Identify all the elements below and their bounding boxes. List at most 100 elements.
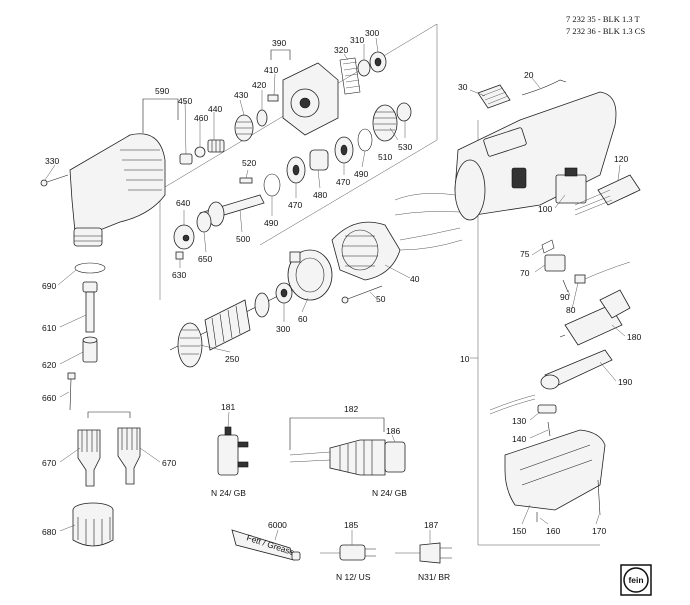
eccentric-640 xyxy=(173,224,195,250)
part-number-labels: 330 590 450 460 440 430 420 410 390 320 … xyxy=(42,28,641,582)
label-530: 530 xyxy=(398,142,412,152)
label-plug-gb-2: N 24/ GB xyxy=(372,488,407,498)
screw-330 xyxy=(40,174,69,187)
label-plug-us: N 12/ US xyxy=(336,572,371,582)
gear-head-housing xyxy=(69,133,166,247)
label-630: 630 xyxy=(172,270,186,280)
label-320: 320 xyxy=(334,45,348,55)
label-185: 185 xyxy=(344,520,358,530)
label-620: 620 xyxy=(42,360,56,370)
label-410: 410 xyxy=(264,65,278,75)
bearing-650 xyxy=(196,211,212,233)
label-510: 510 xyxy=(378,152,392,162)
label-680: 680 xyxy=(42,527,56,537)
header-line-1: 7 232 35 - BLK 1.3 T xyxy=(566,14,641,24)
label-160: 160 xyxy=(546,526,560,536)
fein-logo: fein xyxy=(620,564,652,596)
label-6000: 6000 xyxy=(268,520,287,530)
label-610: 610 xyxy=(42,323,56,333)
pin-520 xyxy=(239,177,253,184)
die-670-left xyxy=(77,429,101,487)
label-75: 75 xyxy=(520,249,530,259)
logo-text: fein xyxy=(628,575,643,585)
bearing-420 xyxy=(256,109,268,127)
bushing-450 xyxy=(179,153,193,165)
screw-50 xyxy=(341,285,383,304)
spring-20 xyxy=(521,79,567,96)
label-670-left: 670 xyxy=(42,458,56,468)
label-70: 70 xyxy=(520,268,530,278)
ball-630 xyxy=(175,251,184,260)
sleeve-480 xyxy=(309,149,329,171)
bracket-182 xyxy=(289,417,385,450)
label-10: 10 xyxy=(460,354,470,364)
label-470: 470 xyxy=(288,200,302,210)
label-420: 420 xyxy=(252,80,266,90)
label-182: 182 xyxy=(344,404,358,414)
bearing-housing-390 xyxy=(282,62,339,136)
strain-relief-190 xyxy=(540,349,613,390)
label-187: 187 xyxy=(424,520,438,530)
screw-140 xyxy=(547,421,551,437)
label-670-right: 670 xyxy=(162,458,176,468)
punch-660 xyxy=(67,372,76,411)
label-440: 440 xyxy=(208,104,222,114)
label-450: 450 xyxy=(178,96,192,106)
label-140: 140 xyxy=(512,434,526,444)
brush-120 xyxy=(574,174,641,216)
label-190: 190 xyxy=(618,377,632,387)
label-100: 100 xyxy=(538,204,552,214)
label-181: 181 xyxy=(221,402,235,412)
pinion-440 xyxy=(207,139,225,153)
label-500: 500 xyxy=(236,234,250,244)
cord-plug-180 xyxy=(559,289,631,346)
eccentric-shaft-500 xyxy=(199,194,265,227)
fan-guide-60 xyxy=(287,249,333,301)
bracket-590 xyxy=(142,98,179,133)
label-90: 90 xyxy=(560,292,570,302)
label-640: 640 xyxy=(176,198,190,208)
punch-holder-620 xyxy=(82,336,98,363)
label-430: 430 xyxy=(234,90,248,100)
circlip-490-top xyxy=(357,128,373,152)
cable-clamp-130 xyxy=(489,394,557,415)
field-coil-40 xyxy=(331,193,463,281)
label-480: 480 xyxy=(313,190,327,200)
o-ring-690 xyxy=(74,262,106,274)
plug-186 xyxy=(289,439,406,476)
label-660: 660 xyxy=(42,393,56,403)
handle-cover-150 xyxy=(504,429,606,511)
label-690: 690 xyxy=(42,281,56,291)
armature-250 xyxy=(169,289,291,368)
label-30: 30 xyxy=(458,82,468,92)
switch-100 xyxy=(555,167,587,204)
label-180: 180 xyxy=(627,332,641,342)
motor-housing xyxy=(454,91,617,221)
circlip-490 xyxy=(263,173,281,197)
nut-530 xyxy=(396,102,412,122)
shim-320 xyxy=(339,57,361,95)
plug-181 xyxy=(217,426,249,476)
label-470-top: 470 xyxy=(336,177,350,187)
label-20: 20 xyxy=(524,70,534,80)
header-line-2: 7 232 36 - BLK 1.3 CS xyxy=(566,26,645,36)
leader-lines xyxy=(44,37,626,545)
gearbox-frame xyxy=(159,23,438,300)
label-50: 50 xyxy=(376,294,386,304)
screw-170 xyxy=(597,479,601,516)
label-310: 310 xyxy=(350,35,364,45)
bracket-75 xyxy=(541,239,555,254)
pin-410 xyxy=(267,94,279,102)
label-250: 250 xyxy=(225,354,239,364)
label-150: 150 xyxy=(512,526,526,536)
plug-185-us xyxy=(320,544,376,561)
label-590: 590 xyxy=(155,86,169,96)
label-390: 390 xyxy=(272,38,286,48)
label-130: 130 xyxy=(512,416,526,426)
holder-70 xyxy=(544,254,566,272)
label-plug-gb-1: N 24/ GB xyxy=(211,488,246,498)
label-186: 186 xyxy=(386,426,400,436)
label-490-top: 490 xyxy=(354,169,368,179)
label-80: 80 xyxy=(566,305,576,315)
